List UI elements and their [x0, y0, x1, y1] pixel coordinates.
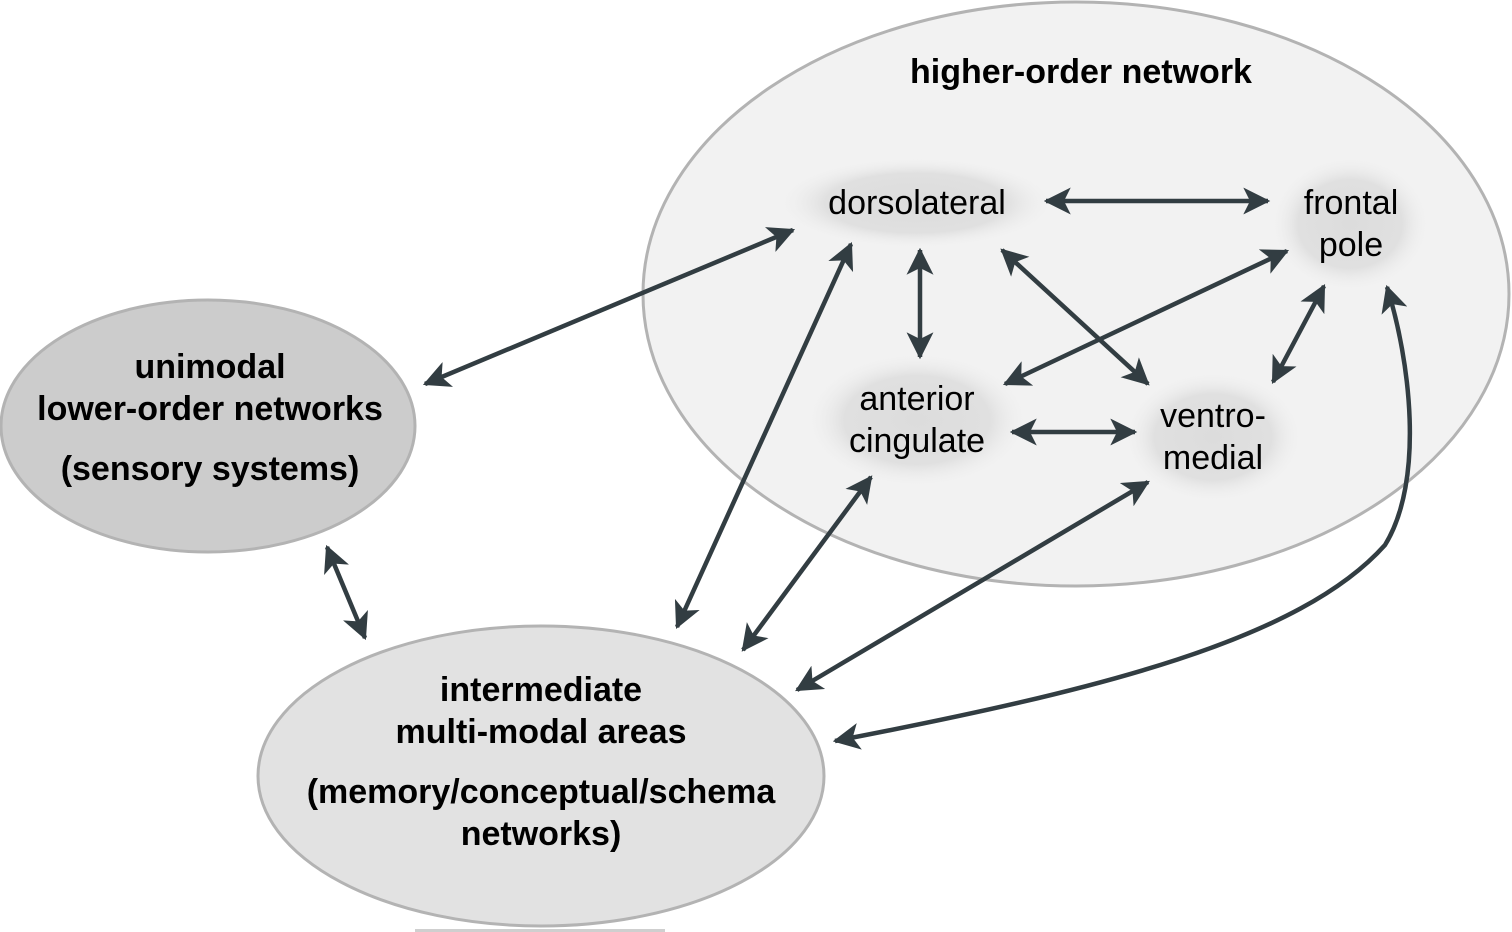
higher-order-network-title: higher-order network — [910, 51, 1252, 93]
unimodal-line1: unimodal — [134, 348, 286, 386]
intermediate-line1: intermediate — [439, 671, 643, 709]
dorsolateral-node — [776, 157, 1056, 249]
ventromedial-line2: medial — [1162, 439, 1264, 477]
ventromedial-line1: ventro- — [1160, 397, 1266, 435]
higher-order-title-text: higher-order network — [910, 53, 1252, 91]
intermediate-line2: multi-modal areas — [395, 713, 687, 751]
ventromedial-label: ventro- medial — [1160, 395, 1266, 479]
intermediate-region — [256, 624, 826, 928]
anterior-cingulate-line2: cingulate — [848, 422, 986, 460]
intermediate-line3: (memory/conceptual/schema — [306, 773, 776, 811]
arrow-intermediate-dorsolateral — [674, 241, 854, 630]
dorsolateral-text: dorsolateral — [828, 184, 1006, 222]
anterior-cingulate-label: anterior cingulate — [849, 378, 985, 462]
bottom-divider — [415, 929, 665, 932]
unimodal-region — [0, 298, 417, 554]
anterior-cingulate-line1: anterior — [859, 380, 975, 418]
intermediate-label: intermediate multi-modal areas (memory/c… — [307, 669, 776, 855]
frontal-pole-line2: pole — [1318, 226, 1384, 264]
unimodal-label: unimodal lower-order networks (sensory s… — [37, 346, 383, 490]
frontal-pole-node — [1270, 156, 1430, 292]
unimodal-line3: (sensory systems) — [60, 450, 360, 488]
frontal-pole-label: frontal pole — [1304, 182, 1399, 266]
dorsolateral-label: dorsolateral — [828, 182, 1006, 224]
frontal-pole-line1: frontal — [1303, 184, 1399, 222]
intermediate-line4: networks) — [460, 815, 622, 853]
arrow-intermediate-frontal-pole — [832, 284, 1413, 750]
unimodal-line2: lower-order networks — [37, 390, 383, 428]
arrow-unimodal-intermediate — [324, 544, 368, 641]
